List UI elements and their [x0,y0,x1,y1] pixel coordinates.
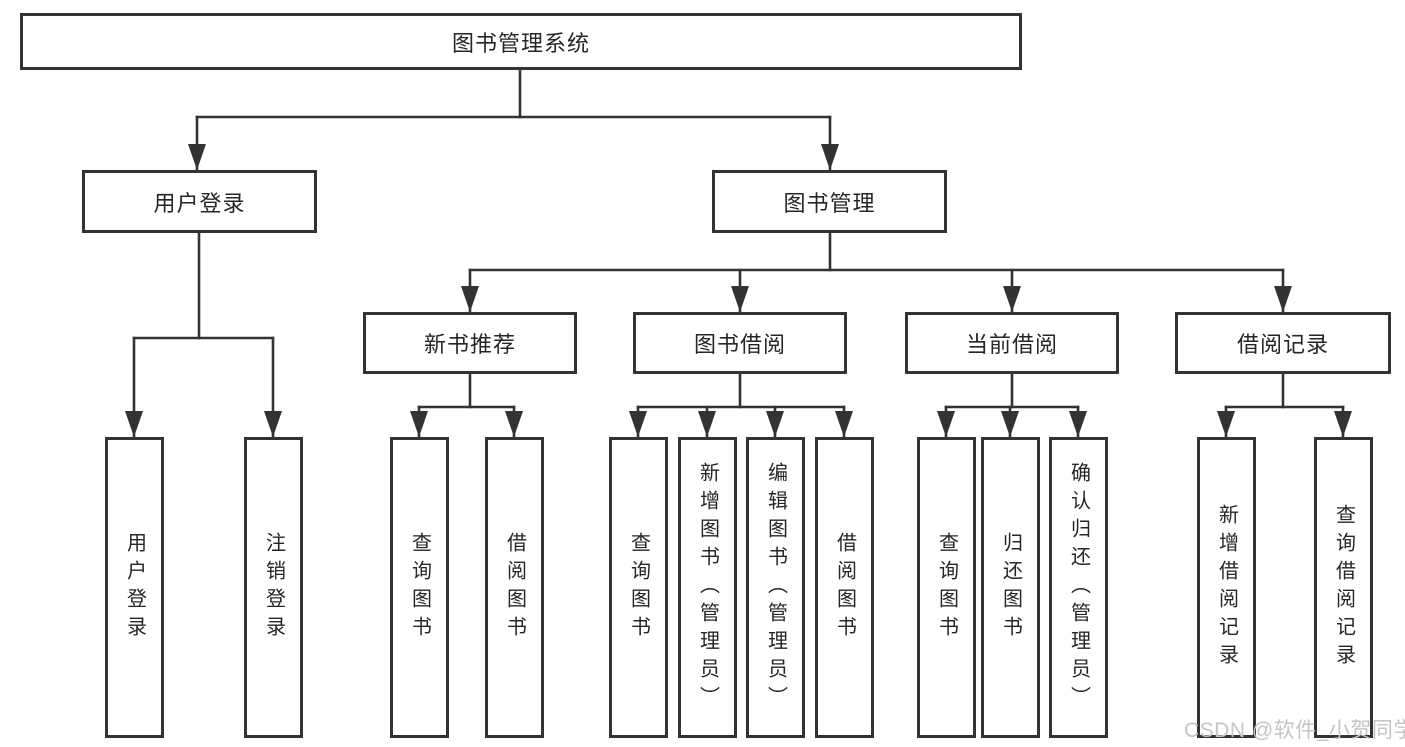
node-user-login: 用户登录 [82,170,317,233]
leaf-query-borrow-record: 查询借阅记录 [1314,437,1373,738]
node-label: 编辑图书（管理员） [764,461,787,714]
leaf-query-books: 查询图书 [390,437,449,738]
node-book-management: 图书管理 [712,170,947,233]
leaf-user-login: 用户登录 [105,437,164,738]
leaf-borrow-books: 借阅图书 [815,437,874,738]
leaf-confirm-return-admin: 确认归还（管理员） [1049,437,1108,738]
csdn-watermark: CSDN @软件_小贺同学 [1184,719,1405,742]
node-label: 查询图书 [935,531,958,644]
node-label: 用户登录 [153,190,246,216]
node-new-book-recommend: 新书推荐 [363,312,577,374]
node-label: 图书管理 [783,190,876,216]
node-label: 注销登录 [262,531,285,644]
node-label: 图书管理系统 [451,30,590,56]
node-label: 查询图书 [408,531,431,644]
leaf-query-books: 查询图书 [917,437,976,738]
node-label: 查询图书 [627,531,650,644]
node-label: 用户登录 [123,531,146,644]
node-library-system: 图书管理系统 [20,13,1022,70]
leaf-logout: 注销登录 [244,437,303,738]
node-book-borrow: 图书借阅 [633,312,847,374]
node-label: 新增借阅记录 [1215,503,1238,672]
leaf-borrow-books: 借阅图书 [485,437,544,738]
node-label: 新书推荐 [423,332,516,357]
leaf-return-books: 归还图书 [981,437,1040,738]
node-borrow-records: 借阅记录 [1175,312,1391,374]
node-label: 新增图书（管理员） [696,461,719,714]
node-label: 图书借阅 [693,332,786,357]
node-label: 借阅记录 [1236,332,1329,357]
leaf-edit-books-admin: 编辑图书（管理员） [746,437,805,738]
node-label: 当前借阅 [965,332,1058,357]
leaf-query-books: 查询图书 [609,437,668,738]
node-label: 确认归还（管理员） [1067,461,1090,714]
node-label: 查询借阅记录 [1332,503,1355,672]
node-label: 归还图书 [999,531,1022,644]
node-label: 借阅图书 [503,531,526,644]
node-label: 借阅图书 [833,531,856,644]
node-current-borrow: 当前借阅 [905,312,1119,374]
leaf-add-books-admin: 新增图书（管理员） [678,437,737,738]
leaf-add-borrow-record: 新增借阅记录 [1197,437,1256,738]
